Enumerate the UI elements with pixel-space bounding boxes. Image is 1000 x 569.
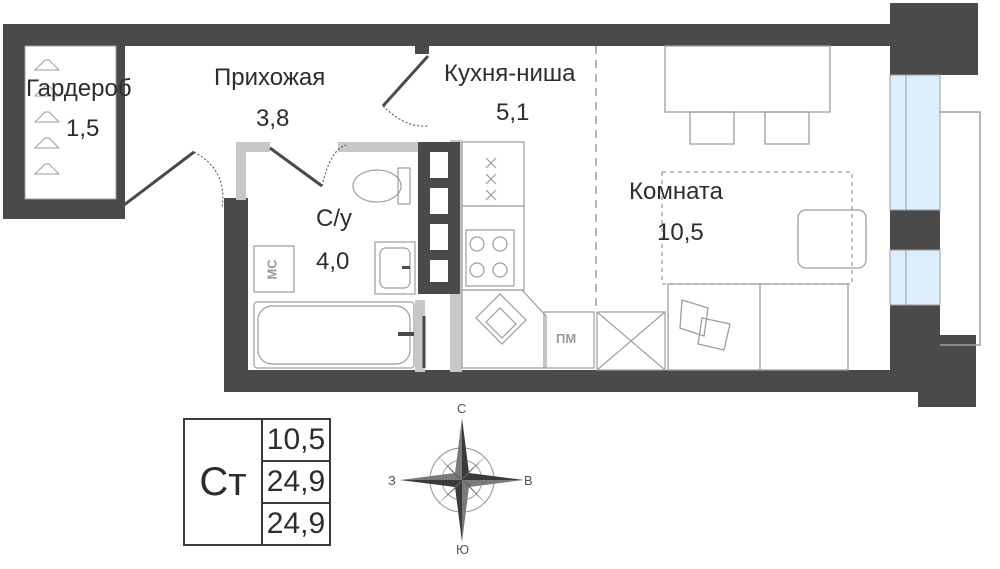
room-area-wardrobe: 1,5 <box>66 115 100 142</box>
compass-west: З <box>388 473 396 488</box>
room-area-bathroom: 4,0 <box>316 248 350 275</box>
vent-shaft <box>418 142 460 294</box>
area-summary: Ст 10,5 24,9 24,9 <box>183 418 331 548</box>
room-name-hallway: Прихожая <box>214 64 326 91</box>
room-name-kitchen: Кухня-ниша <box>444 60 576 87</box>
door-swings <box>193 105 429 209</box>
room-name-bathroom: С/у <box>316 205 352 232</box>
fridge-marks <box>485 157 497 201</box>
doors <box>123 54 430 368</box>
kitchen-furniture <box>461 141 666 371</box>
dishwasher-label: ПМ <box>556 331 577 346</box>
compass-rose <box>400 418 524 542</box>
living-area-value: 10,5 <box>261 418 331 462</box>
room-area-kitchen: 5,1 <box>496 99 530 126</box>
wardrobe-door <box>120 46 123 136</box>
room-name-wardrobe: Гардероб <box>26 75 132 102</box>
bath-faucet <box>398 266 414 336</box>
room-area-hallway: 3,8 <box>256 105 290 132</box>
room-furniture <box>661 45 867 371</box>
compass-north: С <box>457 401 467 416</box>
wardrobe-hangers <box>24 45 117 200</box>
room-name-room: Комната <box>629 178 723 205</box>
compass-south: Ю <box>456 542 470 557</box>
total-area-value: 24,9 <box>261 460 331 504</box>
total-area-with-balcony-value: 24,9 <box>261 502 331 546</box>
apartment-type: Ст <box>183 418 263 546</box>
compass-east: В <box>524 473 533 488</box>
windows <box>889 74 981 346</box>
washing-machine-label: МС <box>264 259 280 280</box>
room-area-room: 10,5 <box>657 219 704 246</box>
